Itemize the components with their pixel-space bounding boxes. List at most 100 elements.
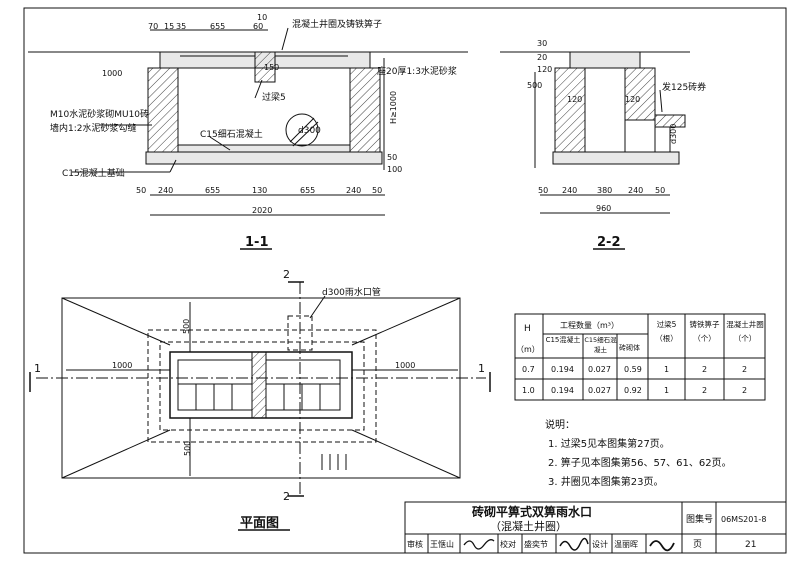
cell-r1-frame: 2 [742, 365, 747, 374]
label-h: H≥1000 [389, 91, 398, 124]
plan-cut-2-top: 2 [283, 268, 290, 281]
th-brick: 砖砌体 [619, 343, 640, 352]
cell-r1-c15: 0.194 [551, 365, 574, 374]
concrete-base [145, 151, 383, 165]
s2-dim-120-a: 120 [567, 95, 582, 104]
quantity-table [514, 313, 766, 401]
title-sub: （混凝土井圈） [490, 519, 567, 533]
left-wall [147, 67, 179, 153]
th-c15: C15混凝土 [545, 336, 581, 344]
section-2-2 [500, 51, 690, 214]
cell-r1-h: 0.7 [522, 365, 535, 374]
section-2-title: 2-2 [597, 235, 621, 250]
s2-left-wall [554, 67, 586, 153]
designer-name: 温丽晖 [614, 540, 638, 549]
s2-dim-bot-4: 240 [628, 186, 643, 195]
section-1-title: 1-1 [245, 235, 269, 250]
s2-dim-bot-3: 380 [597, 186, 612, 195]
dim-bot-6: 240 [346, 186, 361, 195]
th-m: （m） [516, 345, 540, 354]
s2-label-d300: d300 [669, 124, 678, 144]
review-label: 审核 [407, 539, 423, 549]
dim-bot-1: 50 [136, 186, 146, 195]
label-100: 100 [387, 165, 402, 174]
plan-dim-right: 1000 [395, 361, 415, 370]
design-label: 设计 [592, 539, 608, 549]
dim-top-6: 10 [257, 13, 267, 22]
plan-cut-1-right: 1 [478, 362, 485, 375]
th-h: H [524, 324, 531, 334]
title-block [404, 501, 787, 554]
plan-dim-bottom: 500 [183, 441, 192, 456]
check-label: 校对 [500, 539, 516, 549]
label-lintel: 过梁5 [262, 91, 286, 103]
th-frame: 混凝土井圈（个） [726, 320, 764, 343]
label-frame: 混凝土井圈及铸铁箅子 [292, 18, 382, 30]
s2-dim-30: 30 [537, 39, 547, 48]
label-wall: M10水泥砂浆砌MU10砖 [50, 108, 149, 120]
pipe-section [285, 113, 319, 147]
reviewer-name: 王惬山 [430, 539, 454, 549]
label-base: C15混凝土基础 [62, 167, 125, 179]
th-grate: 铸铁箅子（个） [689, 320, 720, 343]
cell-r2-frame: 2 [742, 386, 747, 395]
section-1-1 [28, 27, 468, 216]
cell-r1-brick: 0.59 [624, 365, 642, 374]
label-50: 50 [387, 153, 397, 162]
cell-r2-brick: 0.92 [624, 386, 642, 395]
note-2: 2. 箅子见本图集第56、57、61、62页。 [548, 456, 732, 469]
dim-bot-2: 240 [158, 186, 173, 195]
fine-concrete-layer [177, 144, 351, 153]
right-wall [349, 67, 381, 153]
grate-left [177, 359, 253, 411]
plan-label-pipe: d300雨水口管 [322, 286, 381, 298]
dim-bot-5: 655 [300, 186, 315, 195]
atlas-label: 图集号 [686, 513, 713, 525]
dim-top-5: 60 [253, 22, 263, 31]
cell-r1-lintel: 1 [664, 365, 669, 374]
page-label: 页 [693, 539, 702, 550]
th-c15-fine: C15细石混凝土 [584, 336, 617, 354]
plan-dim-top: 500 [182, 319, 191, 334]
cell-r2-lintel: 1 [664, 386, 669, 395]
s2-right-wall [624, 67, 656, 121]
s2-dim-bot-2: 240 [562, 186, 577, 195]
s2-dim-total: 960 [596, 204, 611, 213]
checker-signature [559, 537, 589, 551]
plan-dim-left: 1000 [112, 361, 132, 370]
s2-dim-bot-1: 50 [538, 186, 548, 195]
plan-title: 平面图 [240, 516, 279, 531]
grate-right [265, 359, 341, 411]
dim-bot-7: 50 [372, 186, 382, 195]
s2-dim-bot-5: 50 [655, 186, 665, 195]
dim-top-2: 15 [164, 22, 174, 31]
note-3: 3. 井圈见本图集第23页。 [548, 475, 663, 488]
dim-top-3: 35 [176, 22, 186, 31]
reviewer-signature [463, 539, 495, 550]
cell-r2-c15fine: 0.027 [588, 386, 611, 395]
cell-r2-c15: 0.194 [551, 386, 574, 395]
s2-base [552, 151, 680, 165]
label-fine-concrete: C15细石混凝土 [200, 128, 263, 140]
s2-dim-120: 120 [537, 65, 552, 74]
label-side-1000: 1000 [102, 69, 122, 78]
label-150: 150 [264, 63, 279, 72]
plan-view [29, 281, 491, 497]
cell-r1-grate: 2 [702, 365, 707, 374]
th-qty: 工程数量（m³） [560, 320, 619, 330]
s2-dim-500: 500 [527, 81, 542, 90]
dim-top-1: 70 [148, 22, 158, 31]
s2-dim-20: 20 [537, 53, 547, 62]
notes-title: 说明： [545, 418, 575, 431]
label-wall-2: 墙内1:2水泥砂浆勾缝 [50, 122, 137, 134]
s2-dim-120-b: 120 [625, 95, 640, 104]
plan-cut-2-bottom: 2 [283, 490, 290, 503]
label-d: d300 [298, 126, 321, 136]
cell-r2-grate: 2 [702, 386, 707, 395]
dim-total-1: 2020 [252, 206, 272, 215]
dim-top-4: 655 [210, 22, 225, 31]
plan-cut-1-left: 1 [34, 362, 41, 375]
th-lintel: 过梁5（根） [655, 320, 678, 343]
s2-label-brick-arch: 发125砖券 [662, 81, 706, 93]
